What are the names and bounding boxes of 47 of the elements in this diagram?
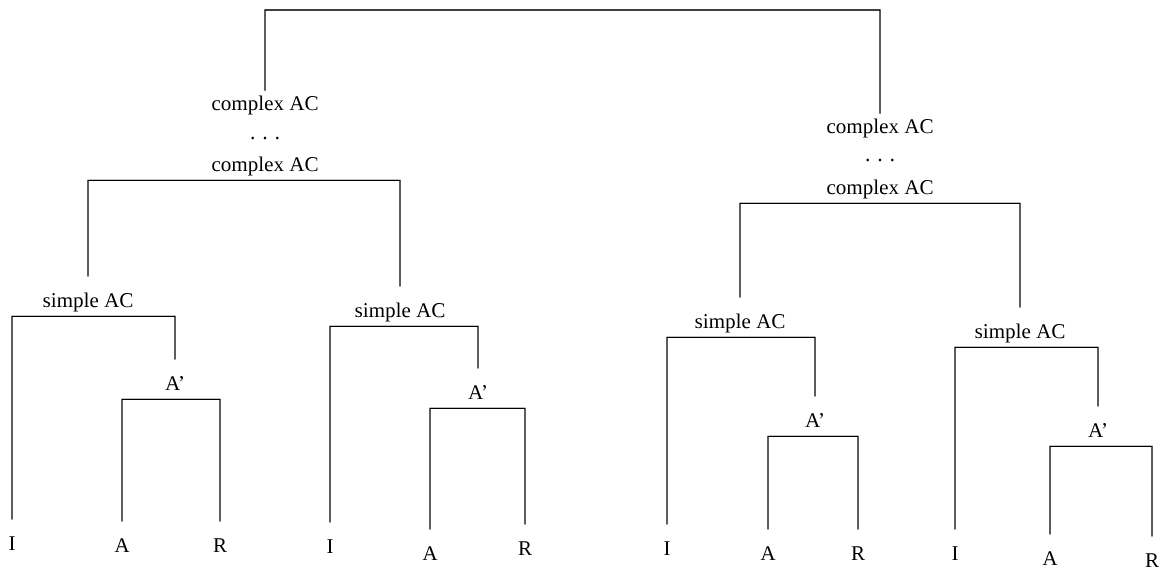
ellipsis: . . .: [251, 136, 279, 140]
tree-label: simple AC: [975, 323, 1065, 343]
tree-branch: [1019, 346, 1099, 408]
tree-label: simple AC: [695, 313, 785, 333]
tree-label: A: [422, 546, 438, 561]
tree-branch: [87, 179, 266, 278]
tree-branch: [879, 202, 1021, 309]
tree-label: I: [327, 539, 333, 554]
tree-branch: [399, 325, 479, 370]
tree-branch: [767, 435, 816, 531]
tree-label: A: [1042, 551, 1058, 566]
tree-branch: [954, 346, 1021, 531]
tree-branch: [264, 9, 881, 115]
tree-branch: [329, 325, 401, 524]
tree-branch: [121, 398, 176, 523]
tree-branch: [814, 435, 859, 531]
tree-label: complex AC: [212, 95, 318, 115]
tree-branch: [11, 315, 89, 521]
tree-branch: [666, 336, 741, 526]
tree-branch: [174, 398, 221, 523]
ellipsis: . . .: [866, 158, 894, 162]
tree-label: A: [114, 538, 130, 553]
tree-label: R: [1145, 553, 1159, 568]
tree-branch: [477, 407, 526, 526]
tree-label: I: [664, 541, 670, 556]
tree-label: A’: [468, 385, 486, 400]
tree-label: A’: [165, 376, 183, 391]
tree-label: I: [9, 536, 15, 551]
tree-label: simple AC: [355, 302, 445, 322]
tree-label: R: [213, 538, 227, 553]
tree-branch: [1097, 445, 1153, 538]
tree-label: complex AC: [212, 156, 318, 176]
tree-branch: [87, 315, 176, 361]
tree-branch: [264, 179, 401, 288]
tree-branch: [739, 202, 881, 299]
tree-label: A’: [805, 413, 823, 428]
tree-label: A: [760, 546, 776, 561]
tree-label: I: [952, 546, 958, 561]
tree-branch: [739, 336, 816, 398]
tree-branch: [1049, 445, 1099, 536]
tree-label: R: [851, 546, 865, 561]
tree-label: complex AC: [827, 118, 933, 138]
tree-label: R: [518, 541, 532, 556]
tree-label: complex AC: [827, 179, 933, 199]
tree-label: simple AC: [43, 292, 133, 312]
tree-branch: [429, 407, 479, 531]
tree-label: A’: [1088, 423, 1106, 438]
